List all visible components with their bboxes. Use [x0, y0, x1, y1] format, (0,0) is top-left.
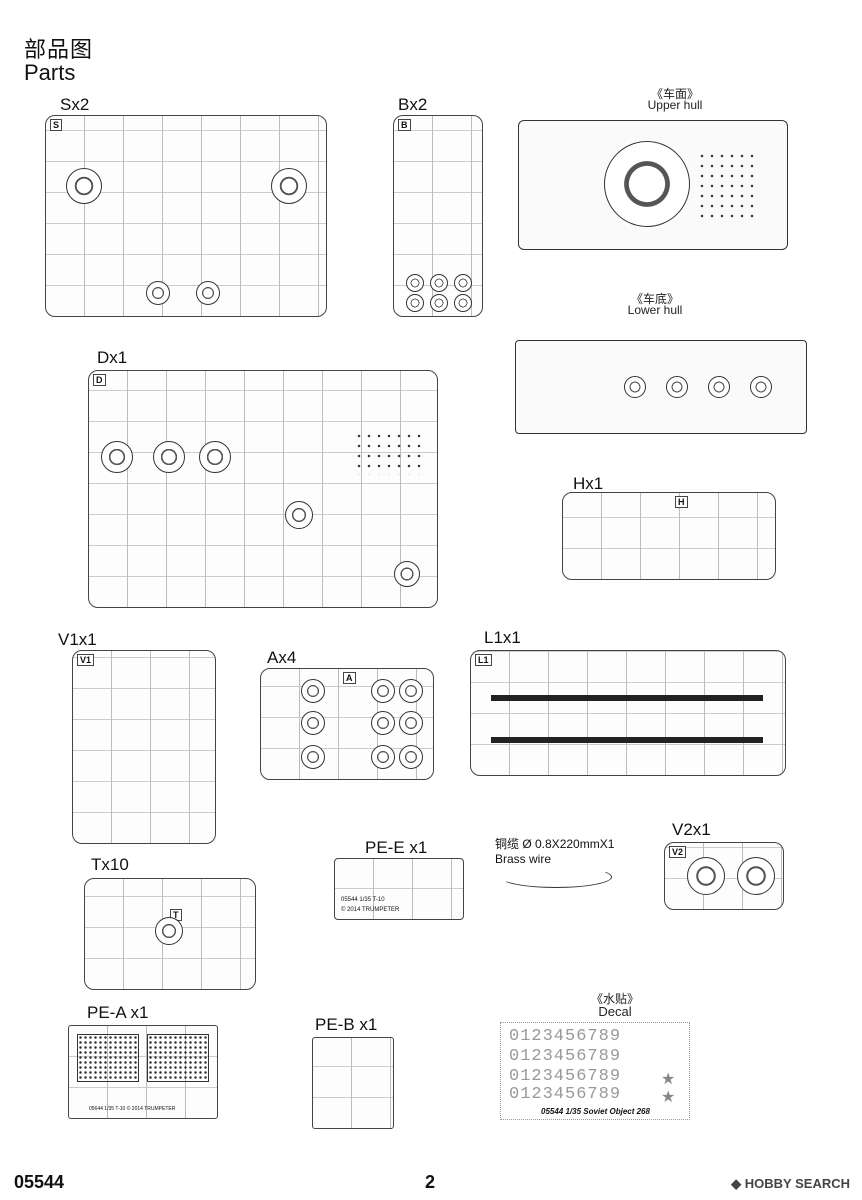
upper-hull-cn: 《车面》: [650, 87, 699, 101]
pe-a-label: PE-A x1: [87, 1003, 149, 1022]
road-wheel: [371, 745, 395, 769]
sprue-t: T: [84, 878, 256, 990]
lower-hull-en: Lower hull: [627, 303, 683, 317]
hobby-search-logo-icon: ◆: [731, 1176, 742, 1191]
pe-b-fret: [312, 1037, 394, 1129]
hx1-label: Hx1: [573, 474, 604, 493]
product-code: 05544: [14, 1172, 65, 1192]
road-wheel: [406, 274, 424, 292]
upper-hull-drawing: [518, 120, 788, 250]
sprocket-wheel: [737, 857, 775, 895]
hatch-part: [285, 501, 313, 529]
pe-e-fret: 05544 1/35 T-10 © 2014 TRUMPETER: [334, 858, 464, 920]
decal-row: 0123456789: [509, 1027, 622, 1046]
watermark-text: HOBBY SEARCH: [744, 1176, 850, 1191]
track-link-strip: [491, 737, 763, 743]
small-wheel: [146, 281, 170, 305]
star-icon: ★: [661, 1071, 676, 1088]
road-wheel: [399, 679, 423, 703]
sprocket-wheel: [66, 168, 102, 204]
lower-hull-cn: 《车底》: [630, 292, 679, 306]
sx2-label: Sx2: [60, 95, 90, 114]
road-wheel: [301, 711, 325, 735]
pe-e-label: PE-E x1: [365, 838, 428, 857]
road-wheel: [399, 745, 423, 769]
sprue-l1-tag: L1: [475, 654, 492, 666]
road-wheel: [454, 294, 472, 312]
bx2-label: Bx2: [398, 95, 428, 114]
page-title-cn: 部品图: [24, 37, 94, 62]
decal-row: 0123456789: [509, 1085, 622, 1104]
road-wheel: [399, 711, 423, 735]
pe-a-fret: 05644 1/35 T-10 © 2014 TRUMPETER: [68, 1025, 218, 1119]
road-wheel: [301, 679, 325, 703]
hull-hatch: [666, 376, 688, 398]
sprue-v2: V2: [664, 842, 784, 910]
watermark: ◆ HOBBY SEARCH: [731, 1176, 850, 1192]
hatch-part: [153, 441, 185, 473]
decal-row: 0123456789: [509, 1047, 622, 1066]
dx1-label: Dx1: [97, 348, 128, 367]
v2x1-label: V2x1: [672, 820, 711, 839]
road-wheel: [301, 745, 325, 769]
wire-name: Brass wire: [495, 852, 552, 866]
decal-row: 0123456789: [509, 1067, 622, 1086]
sprue-hub: [155, 917, 183, 945]
small-wheel: [196, 281, 220, 305]
turret-ring: [604, 141, 690, 227]
hatch-part: [101, 441, 133, 473]
hatch-part: [199, 441, 231, 473]
upper-hull-en: Upper hull: [647, 98, 703, 112]
sprue-s: S: [45, 115, 327, 317]
grille-part: [354, 431, 424, 475]
sprue-l1: L1: [470, 650, 786, 776]
sprue-v1: V1: [72, 650, 216, 844]
hatch-part: [394, 561, 420, 587]
sprue-d: D: [88, 370, 438, 608]
decal-cn: 《水贴》: [590, 992, 639, 1006]
sprue-h: H: [562, 492, 776, 580]
hull-hatch: [750, 376, 772, 398]
sprue-b-tag: B: [398, 119, 411, 131]
road-wheel: [430, 274, 448, 292]
page-number: 2: [425, 1172, 436, 1192]
pe-e-copyright: © 2014 TRUMPETER: [341, 907, 400, 913]
hull-hatch: [624, 376, 646, 398]
sprue-h-tag: H: [675, 496, 688, 508]
v1x1-label: V1x1: [58, 630, 97, 649]
sprue-v2-tag: V2: [669, 846, 687, 858]
decal-sheet: 0123456789 0123456789 0123456789 0123456…: [500, 1022, 690, 1120]
l1x1-label: L1x1: [484, 628, 521, 647]
road-wheel: [371, 711, 395, 735]
pe-a-grille: [77, 1034, 139, 1082]
sprue-a-tag: A: [343, 672, 356, 684]
pe-b-label: PE-B x1: [315, 1015, 378, 1034]
decal-en: Decal: [598, 1004, 632, 1019]
pe-a-caption: 05644 1/35 T-10 © 2014 TRUMPETER: [89, 1106, 176, 1112]
hull-hatch: [708, 376, 730, 398]
track-link-strip: [491, 695, 763, 701]
sprue-d-tag: D: [93, 374, 106, 386]
road-wheel: [454, 274, 472, 292]
road-wheel: [406, 294, 424, 312]
sprue-v1-tag: V1: [77, 654, 95, 666]
road-wheel: [371, 679, 395, 703]
wire-spec: 铜缆 Ø 0.8X220mmX1: [495, 837, 615, 851]
star-icon: ★: [661, 1089, 676, 1106]
sprocket-wheel: [687, 857, 725, 895]
sprue-s-tag: S: [50, 119, 63, 131]
sprocket-wheel: [271, 168, 307, 204]
page-title-en: Parts: [24, 60, 76, 85]
pe-e-caption: 05544 1/35 T-10: [341, 897, 385, 903]
pe-a-grille: [147, 1034, 209, 1082]
ax4-label: Ax4: [267, 648, 297, 667]
brass-wire-drawing: [500, 866, 612, 888]
road-wheel: [430, 294, 448, 312]
lower-hull-drawing: [515, 340, 807, 434]
decal-caption: 05544 1/35 Soviet Object 268: [541, 1107, 650, 1116]
tx10-label: Tx10: [91, 855, 129, 874]
engine-grille: [697, 151, 757, 221]
sprue-b: B: [393, 115, 483, 317]
sprue-a: A: [260, 668, 434, 780]
